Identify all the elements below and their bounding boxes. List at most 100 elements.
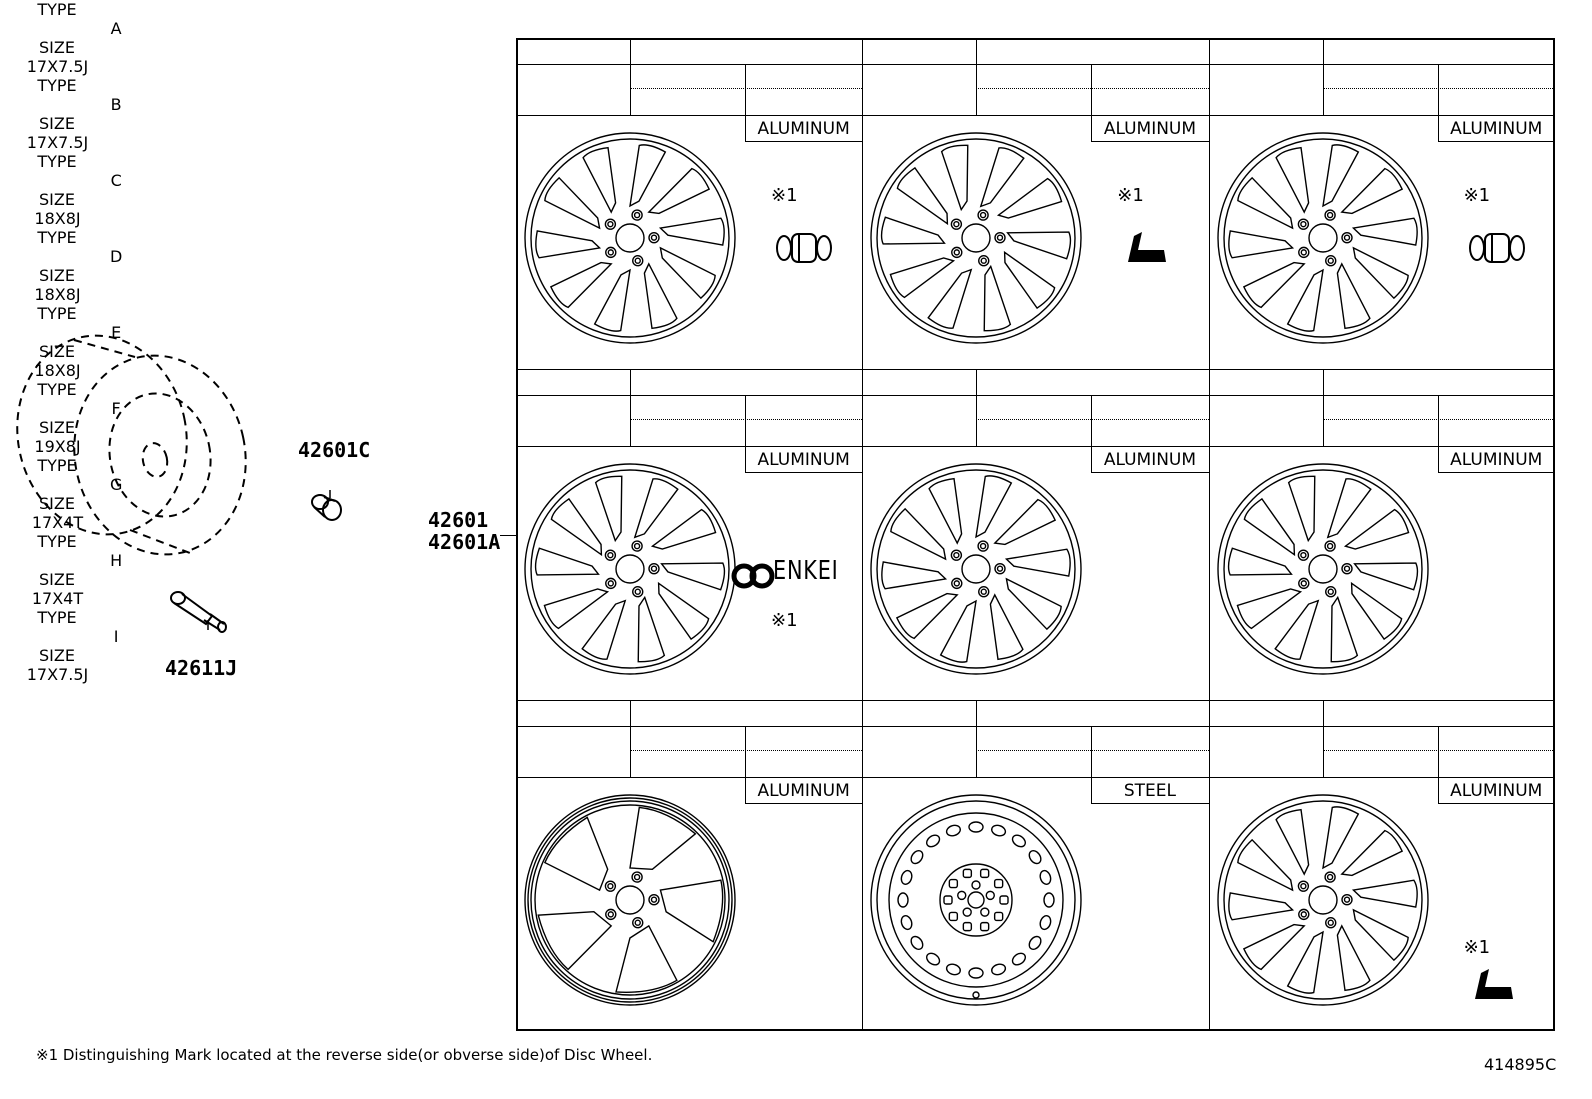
material-label: ALUMINUM	[1103, 450, 1197, 470]
material-box-line	[1091, 141, 1209, 142]
wheel-drawing-b	[870, 132, 1082, 344]
type-value: D	[109, 247, 123, 266]
material-box-line	[1091, 472, 1209, 473]
header-col-divider	[976, 700, 978, 777]
wheel-drawing-g	[524, 794, 736, 1006]
type-label: TYPE	[37, 76, 77, 95]
header-col-divider	[630, 369, 631, 446]
type-value: A	[110, 19, 122, 38]
header-col-divider	[630, 38, 631, 115]
enkei-logo-icon	[731, 563, 775, 589]
size-subdivider	[630, 750, 863, 751]
distinguishing-mark: ※1	[771, 185, 798, 206]
size-value: 17X7.5J	[26, 665, 89, 684]
wheel-drawing-h	[870, 794, 1082, 1006]
part-number-cap: 42601C	[298, 438, 371, 462]
part-number-valve: 42611J	[165, 656, 238, 680]
size-label: SIZE	[39, 266, 75, 285]
header-col-divider	[1322, 700, 1324, 777]
header-divider	[516, 115, 863, 116]
header-divider	[1208, 395, 1555, 396]
material-label: ALUMINUM	[757, 450, 850, 470]
header-divider	[862, 726, 1209, 727]
type-value: C	[110, 171, 122, 190]
size-subdivider	[976, 750, 1209, 751]
material-label: ALUMINUM	[1450, 119, 1543, 139]
size-label: SIZE	[39, 418, 75, 437]
type-label: TYPE	[37, 456, 77, 475]
wheel-drawing-i	[1216, 794, 1429, 1006]
header-col-divider	[1091, 64, 1093, 141]
material-label: STEEL	[1123, 781, 1177, 801]
size-value: 19X8J	[34, 437, 81, 456]
column-divider	[1208, 38, 1210, 1031]
type-value: E	[111, 323, 122, 342]
header-col-divider	[976, 369, 978, 446]
type-label: TYPE	[37, 304, 77, 323]
size-subdivider	[976, 88, 1209, 89]
wheel-type-table	[516, 38, 1555, 1031]
header-col-divider	[1322, 369, 1324, 446]
header-divider	[862, 64, 1209, 65]
wheel-drawing-d	[524, 463, 736, 675]
type-value: H	[110, 551, 123, 570]
row-divider	[516, 700, 1555, 701]
size-value: 17X7.5J	[26, 133, 89, 152]
tire-drawing	[16, 334, 247, 556]
wheel-drawing-a	[524, 132, 736, 344]
row-divider	[516, 369, 1555, 370]
type-label: TYPE	[37, 532, 77, 551]
size-subdivider	[976, 419, 1209, 420]
l-shape-mark-icon	[1128, 232, 1167, 262]
header-divider	[516, 395, 863, 396]
type-value: B	[110, 95, 122, 114]
size-value: 18X8J	[34, 209, 81, 228]
size-value: 18X8J	[34, 361, 81, 380]
header-divider	[516, 726, 863, 727]
size-label: SIZE	[39, 114, 75, 133]
valve-cap-icon	[1468, 233, 1525, 263]
wheel-drawing-f	[1216, 463, 1429, 675]
header-col-divider	[1091, 726, 1093, 803]
size-label: SIZE	[39, 190, 75, 209]
header-col-divider	[1091, 395, 1093, 472]
distinguishing-mark: ※1	[1117, 185, 1144, 206]
header-divider	[1208, 446, 1555, 447]
size-value: 18X8J	[34, 285, 81, 304]
wheel-drawing-c	[1216, 132, 1429, 344]
material-box-line	[1091, 803, 1209, 804]
distinguishing-mark: ※1	[1463, 937, 1491, 958]
type-label: TYPE	[37, 152, 77, 171]
size-label: SIZE	[39, 646, 75, 665]
cap-nut-icon	[311, 490, 342, 521]
leader-line	[500, 535, 516, 536]
type-value: G	[109, 475, 123, 494]
header-divider	[862, 115, 1209, 116]
material-box-line	[745, 472, 863, 473]
header-divider	[1208, 115, 1555, 116]
header-col-divider	[745, 726, 746, 803]
footnote: ※1 Distinguishing Mark located at the re…	[36, 1046, 653, 1064]
material-label: ALUMINUM	[1450, 781, 1543, 801]
header-divider	[516, 64, 863, 65]
material-box-line	[1437, 141, 1555, 142]
material-box-line	[745, 141, 863, 142]
type-label: TYPE	[37, 608, 77, 627]
size-value: 17X7.5J	[26, 57, 89, 76]
header-col-divider	[1437, 395, 1439, 472]
distinguishing-mark: ※1	[1463, 185, 1491, 206]
header-col-divider	[745, 395, 746, 472]
header-divider	[862, 395, 1209, 396]
valve-stem-icon	[170, 591, 227, 633]
type-label: TYPE	[37, 380, 77, 399]
part-number-wheel-main: 42601	[428, 508, 489, 532]
material-label: ALUMINUM	[1103, 119, 1197, 139]
enkei-brand-text: ENKEI	[773, 556, 839, 586]
material-label: ALUMINUM	[757, 781, 850, 801]
valve-cap-icon	[776, 233, 832, 263]
part-number-wheel-alt: 42601A	[428, 530, 501, 554]
header-col-divider	[1437, 726, 1439, 803]
header-col-divider	[1322, 38, 1324, 115]
type-label: TYPE	[37, 228, 77, 247]
header-divider	[1208, 726, 1555, 727]
